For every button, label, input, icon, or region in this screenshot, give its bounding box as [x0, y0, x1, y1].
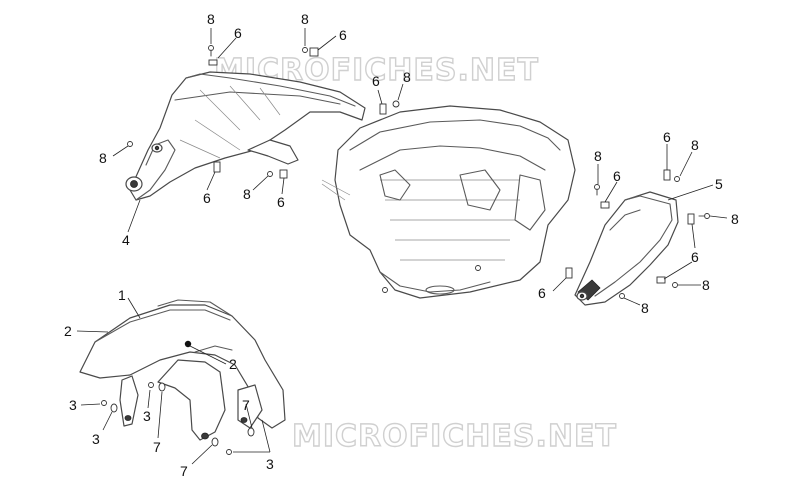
leader-lines — [76, 28, 728, 465]
callout-screw-8: 8 — [99, 150, 107, 166]
callout-fairing-5: 5 — [715, 176, 723, 192]
callout-mudguard-1: 1 — [118, 287, 126, 303]
callout-clip-6: 6 — [663, 129, 671, 145]
callout-washer-7: 7 — [180, 463, 188, 479]
callout-mudguard-2: 2 — [229, 356, 237, 372]
callout-screw-8: 8 — [731, 211, 739, 227]
watermark-bottom: MICROFICHES.NET — [292, 419, 617, 454]
marker-dot — [184, 340, 192, 348]
callout-washer-7: 7 — [153, 439, 161, 455]
callout-screw-8: 8 — [691, 137, 699, 153]
callout-clip-6: 6 — [277, 194, 285, 210]
callout-screw-3: 3 — [69, 397, 77, 413]
callout-clip-6: 6 — [613, 168, 621, 184]
callout-screw-8: 8 — [594, 148, 602, 164]
callout-mudguard-2: 2 — [64, 323, 72, 339]
callouts: 8 6 8 6 6 8 8 4 6 8 6 8 6 6 8 5 8 6 6 8 … — [64, 11, 739, 479]
callout-fairing-4: 4 — [122, 232, 130, 248]
callout-screw-3: 3 — [143, 408, 151, 424]
callout-screw-8: 8 — [207, 11, 215, 27]
callout-screw-8: 8 — [403, 69, 411, 85]
callout-clip-6: 6 — [538, 285, 546, 301]
callout-screw-8: 8 — [243, 186, 251, 202]
front-mudguard — [79, 299, 286, 441]
callout-clip-6: 6 — [372, 73, 380, 89]
headlight-assembly — [321, 105, 576, 299]
callout-screw-3: 3 — [266, 456, 274, 472]
callout-screw-3: 3 — [92, 431, 100, 447]
callout-clip-6: 6 — [234, 25, 242, 41]
callout-clip-6: 6 — [203, 190, 211, 206]
left-side-fairing — [125, 71, 366, 201]
callout-screw-8: 8 — [702, 277, 710, 293]
callout-screw-8: 8 — [301, 11, 309, 27]
callout-washer-7: 7 — [242, 397, 250, 413]
callout-screw-8: 8 — [641, 300, 649, 316]
callout-clip-6: 6 — [339, 27, 347, 43]
right-side-fairing — [574, 191, 679, 306]
fasteners — [101, 45, 710, 455]
callout-clip-6: 6 — [691, 249, 699, 265]
